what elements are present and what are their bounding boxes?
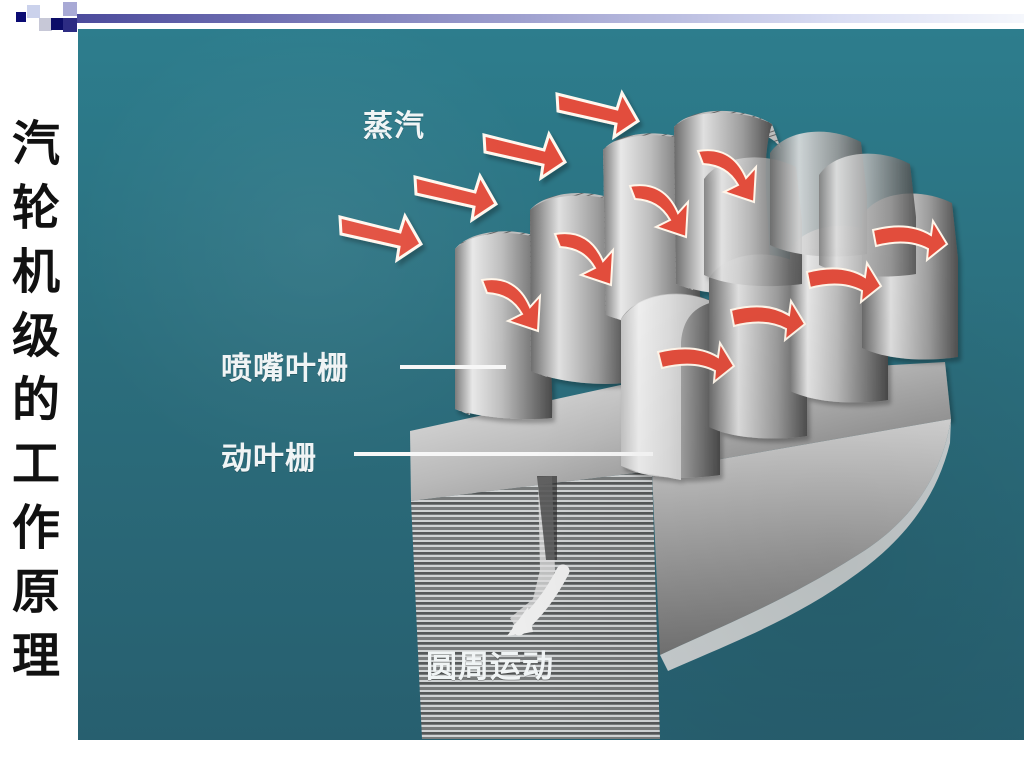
rotor-cascade-label: 动叶栅 — [221, 441, 317, 477]
slide-title-char: 轮 — [11, 180, 60, 236]
blade-flow-arrows — [480, 149, 949, 385]
top-decoration — [0, 0, 1024, 36]
steam-arrows — [338, 89, 640, 264]
vertical-slide-title: 汽 轮 机 级 的 工 作 原 理 — [8, 116, 64, 685]
slide-title-char: 理 — [11, 628, 60, 684]
decorative-square — [27, 5, 40, 18]
decorative-square — [16, 12, 26, 22]
decorative-square — [63, 18, 77, 32]
slide-title-char: 作 — [11, 500, 60, 556]
turbine-stage-illustration: 蒸汽 喷嘴叶栅 动叶栅 圆周运动 — [78, 29, 1024, 740]
steam-label: 蒸汽 — [363, 109, 425, 144]
nozzle-cascade-label: 喷嘴叶栅 — [221, 351, 349, 387]
motion-arrow — [507, 564, 570, 636]
slide-title-char: 原 — [11, 564, 60, 620]
slide-title-char: 工 — [11, 436, 60, 492]
turbine-stage-diagram — [338, 89, 958, 739]
decorative-square — [51, 18, 63, 30]
slide-title-char: 级 — [11, 308, 60, 364]
circumferential-motion-label: 圆周运动 — [426, 649, 554, 685]
slide-title-char: 汽 — [11, 116, 60, 172]
header-rule — [77, 14, 1024, 23]
decorative-square — [63, 2, 77, 16]
decorative-square — [39, 18, 52, 31]
callout-lines — [354, 365, 653, 456]
slide-title-char: 机 — [11, 244, 60, 300]
slide-title-char: 的 — [11, 372, 60, 428]
